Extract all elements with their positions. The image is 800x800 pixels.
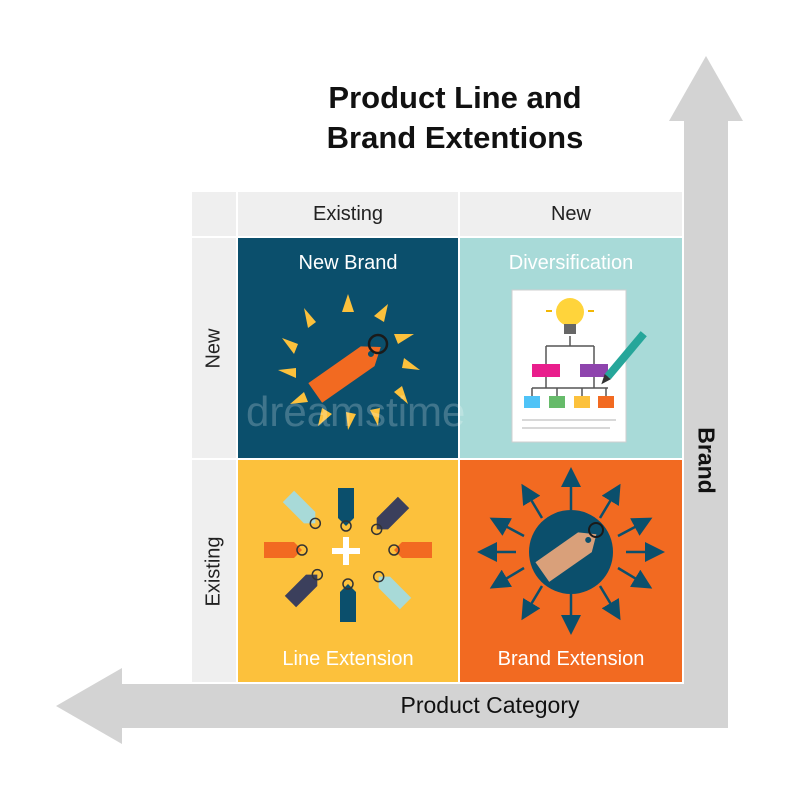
- column-header-existing: Existing: [238, 192, 458, 236]
- quadrant-line-extension: Line Extension: [238, 460, 458, 682]
- page-title: Product Line and Brand Extentions: [250, 78, 660, 158]
- column-existing-label: Existing: [312, 202, 384, 225]
- title-line-1: Product Line and: [328, 80, 582, 115]
- row-header-new: New: [192, 238, 236, 458]
- row-existing-label: Existing: [202, 535, 225, 607]
- quadrant-brand-extension: Brand Extension: [460, 460, 682, 682]
- column-header-new: New: [460, 192, 682, 236]
- org-chart-document-icon: [511, 289, 647, 443]
- corner-cell: [192, 192, 236, 236]
- watermark: dreamstime: [246, 388, 466, 435]
- y-axis-label: Brand: [693, 426, 720, 494]
- price-tag-burst-icon: [278, 294, 420, 430]
- brand-axis-arrow: [669, 56, 743, 728]
- diversification-label: Diversification: [508, 252, 634, 274]
- brand-extension-label: Brand Extension: [497, 648, 645, 670]
- quadrant-new-brand: New Brand: [238, 238, 458, 458]
- y-axis-label-wrap: Brand: [656, 427, 756, 493]
- line-extension-label: Line Extension: [282, 648, 414, 670]
- quadrant-diversification: Diversification: [460, 238, 682, 458]
- title-line-2: Brand Extentions: [326, 120, 584, 155]
- row-new-label: New: [202, 327, 225, 369]
- column-new-label: New: [550, 202, 591, 225]
- category-axis-arrow: [56, 668, 728, 744]
- tags-around-plus-icon: [264, 488, 432, 622]
- x-axis-label: Product Category: [400, 692, 580, 718]
- new-brand-label: New Brand: [298, 252, 398, 274]
- tag-with-arrows-icon: [477, 467, 665, 635]
- row-header-existing: Existing: [192, 460, 236, 682]
